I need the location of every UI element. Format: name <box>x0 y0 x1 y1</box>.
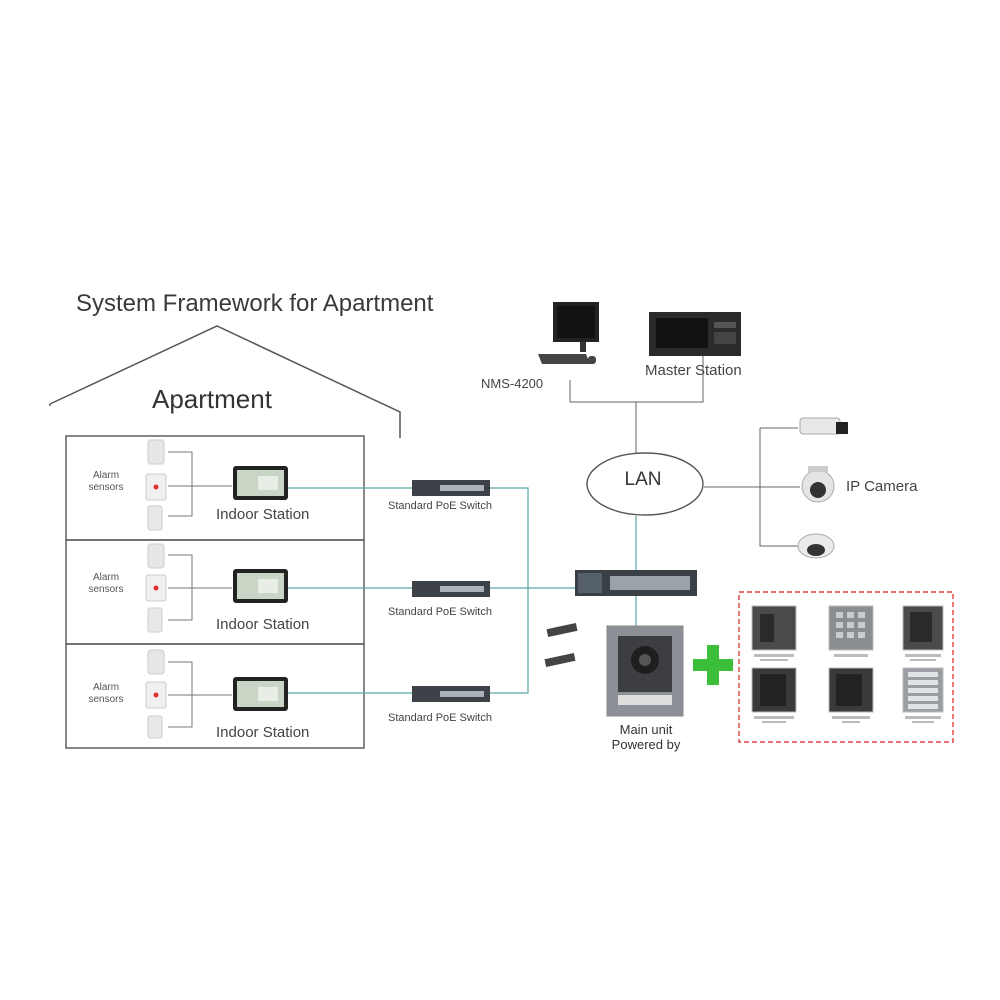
connector-icon <box>544 622 578 668</box>
indoor-station-icon <box>233 466 288 711</box>
alarm-sensors-text: Alarm sensors <box>88 572 124 595</box>
house-roof <box>49 325 401 438</box>
ip-camera-label: IP Camera <box>846 478 918 495</box>
alarm-sensors-label-floor3: Alarm sensors <box>80 682 132 706</box>
main-unit-text: Main unit Powered by <box>611 722 681 752</box>
expansion-module-6 <box>902 667 944 713</box>
floor-box-3 <box>65 643 365 749</box>
alarm-sensors-text: Alarm sensors <box>88 470 124 493</box>
expansion-module-4 <box>751 667 797 713</box>
main-unit-label: Main unit Powered by <box>596 722 696 752</box>
master-station-label: Master Station <box>645 362 742 379</box>
expansion-module-1 <box>751 605 797 651</box>
expansion-module-2 <box>828 605 874 651</box>
ip-camera-icon <box>797 417 848 559</box>
switch-label-floor3: Standard PoE Switch <box>388 712 492 724</box>
nms-label: NMS-4200 <box>481 376 544 391</box>
expansion-module-5 <box>828 667 874 713</box>
switch-label-floor1: Standard PoE Switch <box>388 500 492 512</box>
indoor-station-label-floor3: Indoor Station <box>216 724 310 741</box>
network-wiring <box>288 487 637 694</box>
expansion-module-3 <box>902 605 944 651</box>
alarm-sensors-text: Alarm sensors <box>88 682 124 705</box>
lan-cloud <box>586 452 704 516</box>
master-station-icon <box>649 312 741 356</box>
sensor-wiring <box>168 451 232 728</box>
poe-switch-icon <box>412 480 697 702</box>
switch-label-floor2: Standard PoE Switch <box>388 606 492 618</box>
door-station-icon <box>606 625 684 717</box>
expansion-modules-box <box>738 591 954 743</box>
house-label: Apartment <box>152 384 272 414</box>
lan-label: LAN <box>624 469 662 490</box>
indoor-station-label-floor1: Indoor Station <box>216 506 310 523</box>
expansion-module-captions <box>754 654 941 723</box>
alarm-sensors-label-floor2: Alarm sensors <box>80 572 132 596</box>
lan-wiring <box>569 356 800 547</box>
plus-icon <box>693 645 733 685</box>
alarm-sensors-label-floor1: Alarm sensors <box>80 470 132 494</box>
alarm-sensor-icon <box>145 439 167 739</box>
page-title: System Framework for Apartment <box>76 290 434 317</box>
computer-icon <box>538 302 599 364</box>
indoor-station-label-floor2: Indoor Station <box>216 616 310 633</box>
